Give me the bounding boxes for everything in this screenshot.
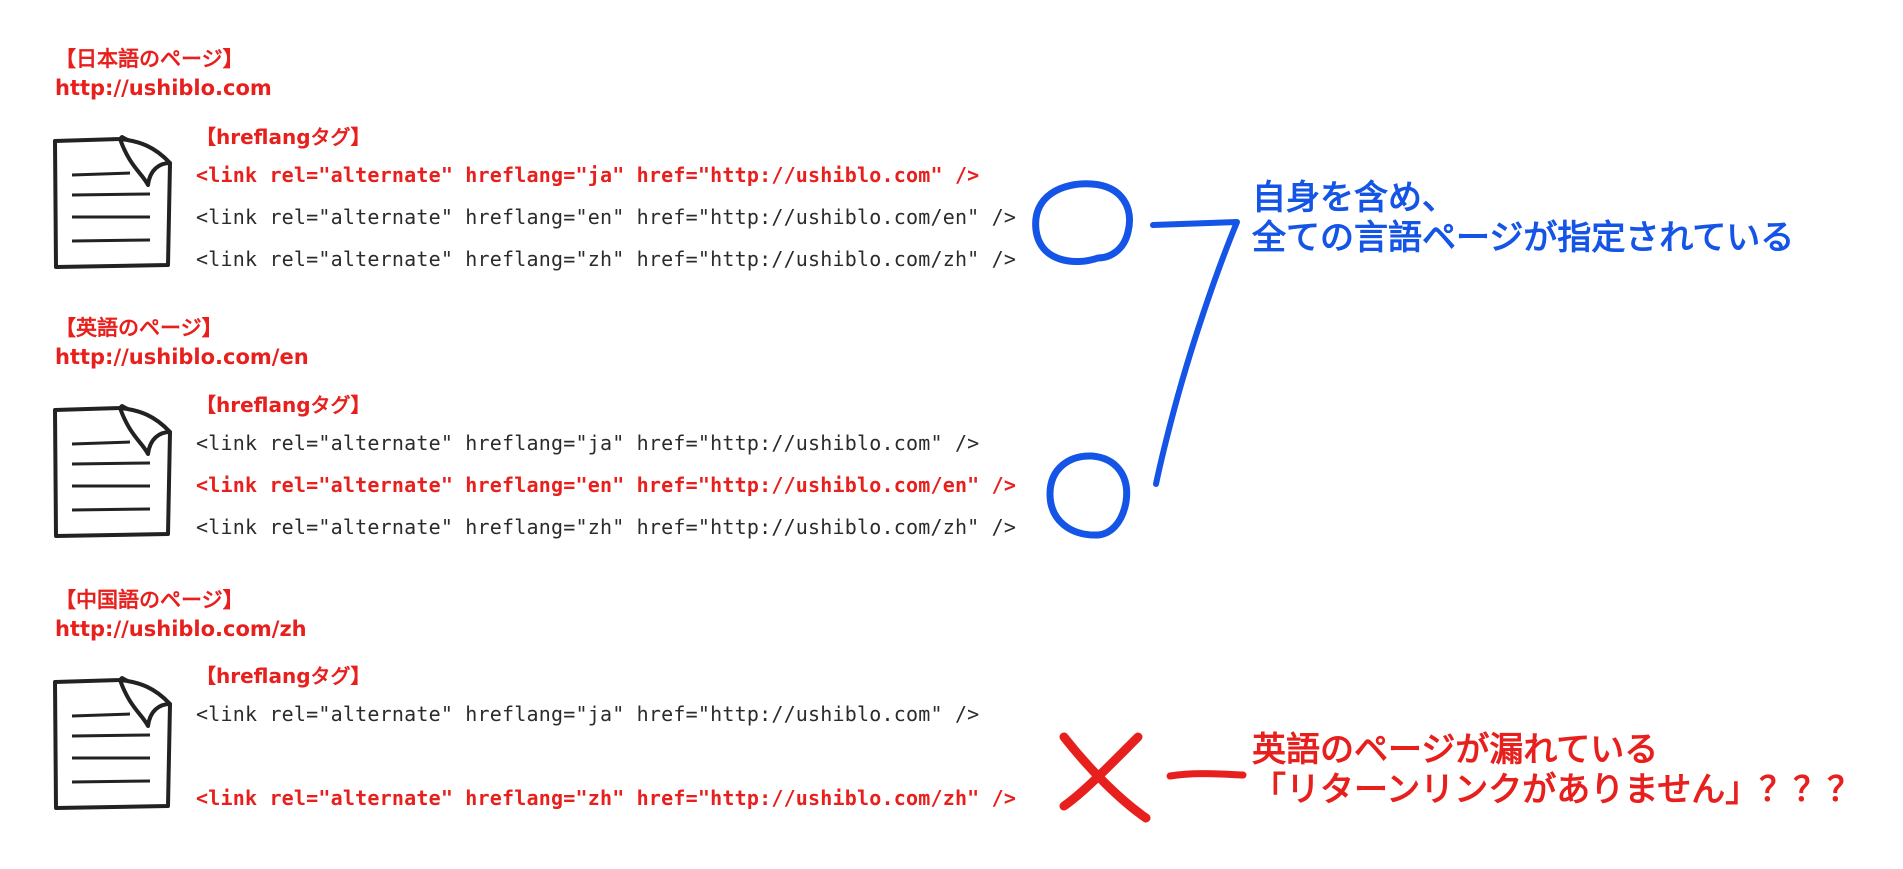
page-url: http://ushiblo.com: [55, 76, 272, 100]
page-label: 【日本語のページ】: [55, 47, 244, 71]
code-line: <link rel="alternate" hreflang="ja" href…: [196, 702, 980, 726]
code-line: <link rel="alternate" hreflang="ja" href…: [196, 163, 980, 187]
ng-note: 英語のページが漏れている 「リターンリンクがありません」？？？: [1252, 730, 1861, 810]
tag-title: 【hreflangタグ】: [196, 664, 371, 688]
document-icon: [53, 676, 172, 810]
code-line: <link rel="alternate" hreflang="zh" href…: [196, 786, 1017, 810]
tag-title: 【hreflangタグ】: [196, 125, 371, 149]
code-line: <link rel="alternate" hreflang="en" href…: [196, 205, 1017, 229]
document-icon: [53, 404, 172, 538]
code-line: <link rel="alternate" hreflang="en" href…: [196, 473, 1017, 497]
page-heading-en: 【英語のページ】 http://ushiblo.com/en: [55, 314, 309, 372]
page-label: 【中国語のページ】: [55, 588, 244, 612]
page-heading-ja: 【日本語のページ】 http://ushiblo.com: [55, 45, 272, 103]
dash-line: [1166, 770, 1247, 780]
tag-title: 【hreflangタグ】: [196, 393, 371, 417]
page-url: http://ushiblo.com/en: [55, 345, 309, 369]
document-icon: [53, 135, 172, 269]
page-label: 【英語のページ】: [55, 316, 223, 340]
ng-note-line2: 「リターンリンクがありません」？？？: [1252, 770, 1862, 810]
code-line: <link rel="alternate" hreflang="zh" href…: [196, 515, 1017, 539]
ok-note-line1: 自身を含め、: [1252, 178, 1456, 218]
page-heading-zh: 【中国語のページ】 http://ushiblo.com/zh: [55, 586, 307, 644]
circle-mark-icon: [1046, 452, 1131, 539]
cross-mark-icon: [1059, 732, 1143, 811]
code-line: <link rel="alternate" hreflang="zh" href…: [196, 247, 1017, 271]
ok-note-line2: 全ての言語ページが指定されている: [1252, 218, 1795, 258]
circle-mark-icon: [1032, 180, 1133, 266]
cross-mark-icon: [1059, 732, 1151, 823]
ok-note: 自身を含め、 全ての言語ページが指定されている: [1252, 178, 1794, 258]
page-url: http://ushiblo.com/zh: [55, 617, 307, 641]
connector-line: [1150, 219, 1240, 487]
ng-note-line1: 英語のページが漏れている: [1252, 730, 1659, 770]
code-line: <link rel="alternate" hreflang="ja" href…: [196, 431, 980, 455]
